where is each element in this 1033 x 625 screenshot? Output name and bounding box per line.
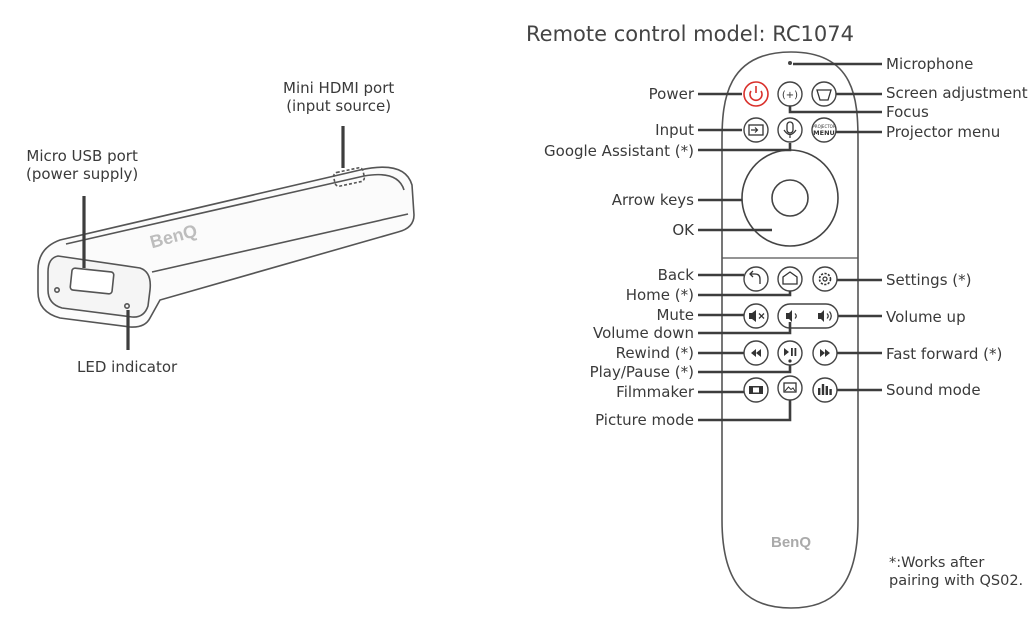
ok-button[interactable] — [771, 179, 809, 217]
rewind-button[interactable] — [743, 340, 769, 366]
focus-icon: (+) — [782, 90, 798, 101]
picture-mode-button[interactable] — [777, 375, 803, 401]
pairing-note: *:Works after pairing with QS02. — [889, 554, 1023, 590]
settings-button[interactable] — [812, 266, 838, 292]
label-google-assistant: Google Assistant (*) — [544, 142, 694, 160]
power-button[interactable] — [743, 81, 769, 107]
volume-up-button[interactable] — [818, 310, 832, 322]
volume-down-button[interactable] — [786, 310, 797, 322]
svg-text:PROJECTOR: PROJECTOR — [812, 124, 835, 129]
mute-icon — [749, 310, 756, 322]
svg-text:MENU: MENU — [813, 129, 835, 137]
label-settings: Settings (*) — [886, 271, 972, 289]
gear-icon — [818, 272, 832, 286]
volume-rocker[interactable] — [777, 303, 839, 329]
filmmaker-button[interactable] — [743, 377, 769, 403]
pairing-note-line2: pairing with QS02. — [889, 573, 1024, 589]
mini-hdmi-label-line2: (input source) — [286, 97, 392, 115]
input-button[interactable] — [743, 117, 769, 143]
back-button[interactable] — [743, 266, 769, 292]
projector-menu-button[interactable]: PROJECTOR MENU — [811, 117, 837, 143]
power-icon — [749, 90, 763, 102]
keystone-icon — [816, 89, 832, 101]
label-ok: OK — [672, 221, 694, 239]
led-indicator-label: LED indicator — [77, 358, 178, 376]
rewind-icon — [751, 349, 761, 357]
label-filmmaker: Filmmaker — [616, 383, 694, 401]
label-microphone: Microphone — [886, 55, 974, 73]
label-power: Power — [648, 85, 694, 103]
label-picture-mode: Picture mode — [595, 411, 694, 429]
label-back: Back — [657, 266, 694, 284]
mute-button[interactable] — [743, 303, 769, 329]
play-pause-icon — [784, 348, 789, 356]
d-pad[interactable] — [741, 149, 839, 247]
label-focus: Focus — [886, 103, 929, 121]
label-home: Home (*) — [625, 286, 694, 304]
label-screen-adjustment: Screen adjustment — [886, 84, 1028, 102]
home-button[interactable] — [777, 266, 803, 292]
microphone-icon — [786, 121, 794, 134]
label-input: Input — [655, 121, 694, 139]
remote-model-title: Remote control model: RC1074 — [526, 22, 854, 46]
home-icon — [782, 271, 798, 285]
label-volume-up: Volume up — [886, 308, 966, 326]
input-icon — [748, 124, 764, 136]
dongle-leader-lines — [82, 126, 345, 350]
label-projector-menu: Projector menu — [886, 123, 1001, 141]
label-volume-down: Volume down — [592, 324, 694, 342]
mini-hdmi-label-line1: Mini HDMI port — [283, 79, 395, 97]
remote-leader-lines — [698, 62, 882, 422]
google-assistant-button[interactable] — [777, 117, 803, 143]
label-rewind: Rewind (*) — [615, 344, 694, 362]
volume-up-icon — [818, 310, 824, 322]
focus-button[interactable]: (+) — [777, 81, 803, 107]
mini-hdmi-label: Mini HDMI port (input source) — [283, 79, 394, 115]
pairing-note-line1: *:Works after — [889, 555, 985, 571]
label-sound-mode: Sound mode — [886, 381, 981, 399]
micro-usb-label-line1: Micro USB port — [26, 147, 138, 165]
micro-usb-label: Micro USB port (power supply) — [26, 147, 138, 183]
screen-adjustment-button[interactable] — [811, 81, 837, 107]
label-arrow-keys: Arrow keys — [611, 191, 694, 209]
fast-forward-icon — [820, 349, 830, 357]
streaming-dongle — [37, 166, 415, 328]
play-pause-button[interactable] — [777, 340, 803, 366]
fast-forward-button[interactable] — [812, 340, 838, 366]
volume-down-icon — [786, 310, 792, 322]
micro-usb-label-line2: (power supply) — [26, 165, 139, 183]
label-mute: Mute — [656, 306, 694, 324]
label-fast-forward: Fast forward (*) — [886, 345, 1003, 363]
label-play-pause: Play/Pause (*) — [589, 363, 694, 381]
sound-mode-icon — [818, 384, 832, 395]
back-icon — [749, 270, 761, 284]
sound-mode-button[interactable] — [812, 377, 838, 403]
remote-logo: BenQ — [771, 534, 811, 551]
picture-icon — [783, 382, 797, 393]
